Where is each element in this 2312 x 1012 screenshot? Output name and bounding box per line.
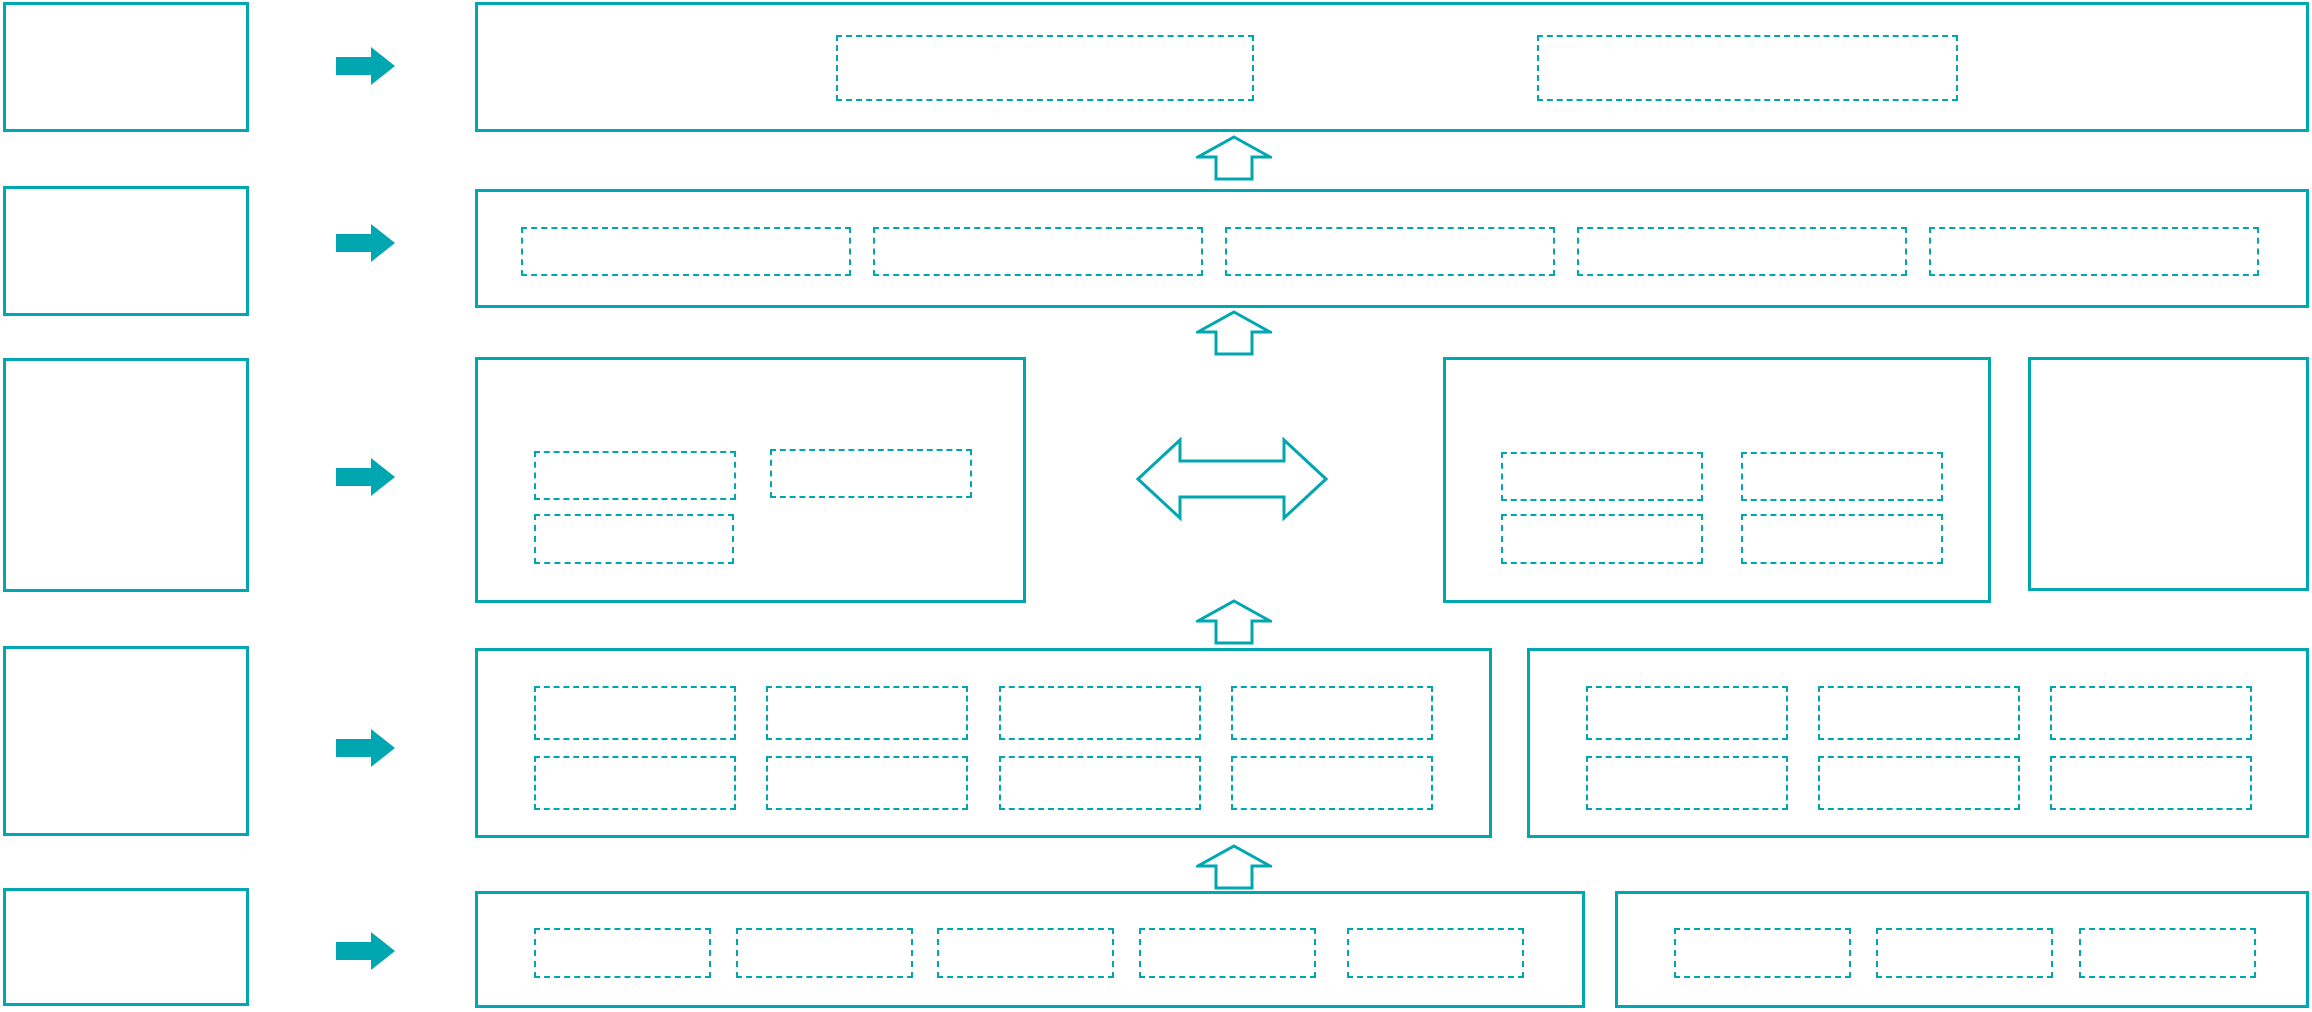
stage-label-box-2 (3, 186, 249, 316)
layer-box-2 (475, 189, 2309, 308)
placeholder-box (937, 928, 1114, 978)
placeholder-box (1231, 756, 1433, 810)
placeholder-box (766, 756, 968, 810)
layer-box-3-side (2028, 357, 2309, 591)
placeholder-box (999, 756, 1201, 810)
layer-box-4-left (475, 648, 1492, 838)
placeholder-box (999, 686, 1201, 740)
placeholder-box (2050, 686, 2252, 740)
placeholder-box (534, 756, 736, 810)
placeholder-box (1929, 227, 2259, 276)
placeholder-box (534, 514, 734, 564)
right-arrow-icon (336, 47, 395, 85)
placeholder-box (1586, 686, 1788, 740)
placeholder-box (1577, 227, 1907, 276)
placeholder-box (534, 451, 736, 500)
placeholder-box (770, 449, 972, 498)
up-arrow-icon (1196, 310, 1272, 356)
double-arrow-icon (1136, 436, 1328, 522)
placeholder-box (521, 227, 851, 276)
right-arrow-icon (336, 458, 395, 496)
placeholder-box (1586, 756, 1788, 810)
up-arrow-icon (1196, 599, 1272, 645)
placeholder-box (736, 928, 913, 978)
placeholder-box (1231, 686, 1433, 740)
placeholder-box (1674, 928, 1851, 978)
placeholder-box (2079, 928, 2256, 978)
placeholder-box (1347, 928, 1524, 978)
layer-box-5-left (475, 891, 1585, 1008)
right-arrow-icon (336, 224, 395, 262)
placeholder-box (1741, 514, 1943, 564)
right-arrow-icon (336, 729, 395, 767)
placeholder-box (1501, 514, 1703, 564)
placeholder-box (1818, 756, 2020, 810)
layer-box-1 (475, 2, 2309, 132)
placeholder-box (836, 35, 1254, 101)
placeholder-box (1876, 928, 2053, 978)
placeholder-box (1818, 686, 2020, 740)
placeholder-box (873, 227, 1203, 276)
placeholder-box (2050, 756, 2252, 810)
placeholder-box (534, 686, 736, 740)
layer-box-4-right (1527, 648, 2309, 838)
placeholder-box (766, 686, 968, 740)
stage-label-box-5 (3, 888, 249, 1006)
layer-box-5-right (1615, 891, 2309, 1008)
right-arrow-icon (336, 932, 395, 970)
up-arrow-icon (1196, 135, 1272, 181)
stage-label-box-3 (3, 358, 249, 592)
placeholder-box (1537, 35, 1958, 101)
placeholder-box (1741, 452, 1943, 501)
layer-box-3-left (475, 357, 1026, 603)
placeholder-box (534, 928, 711, 978)
placeholder-box (1501, 452, 1703, 501)
layer-box-3-right (1443, 357, 1991, 603)
up-arrow-icon (1196, 844, 1272, 890)
placeholder-box (1139, 928, 1316, 978)
placeholder-box (1225, 227, 1555, 276)
stage-label-box-1 (3, 2, 249, 132)
stage-label-box-4 (3, 646, 249, 836)
